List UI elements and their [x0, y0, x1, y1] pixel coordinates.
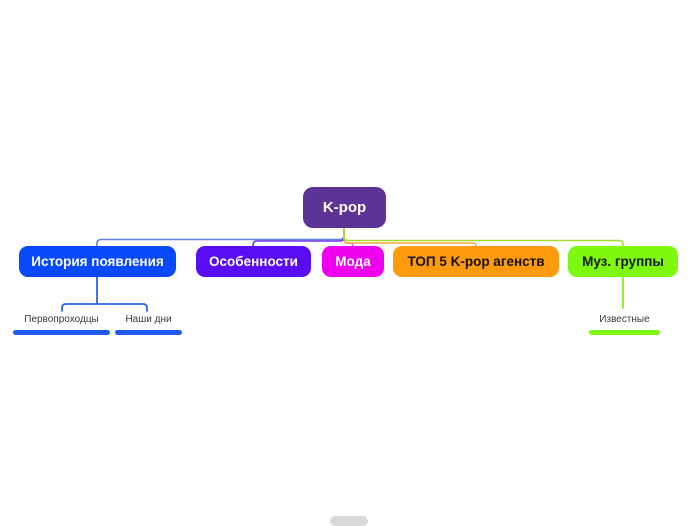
- leaf-famous-label: Известные: [599, 314, 650, 325]
- node-kpop-label: K-pop: [322, 199, 367, 216]
- leaf-famous[interactable]: Известные: [589, 314, 660, 335]
- leaf-our-days-label: Наши дни: [125, 314, 172, 325]
- node-agencies-label: ТОП 5 K-pop агенств: [407, 254, 545, 269]
- leaf-pioneers-underline: [13, 330, 110, 335]
- connector-features: [252, 227, 345, 248]
- node-kpop-root[interactable]: K-pop: [303, 187, 386, 228]
- connector-groups: [343, 227, 624, 248]
- bottom-clipped-control: [330, 516, 368, 526]
- leaf-famous-underline: [589, 330, 660, 335]
- node-agencies[interactable]: ТОП 5 K-pop агенств: [393, 246, 559, 277]
- node-fashion[interactable]: Мода: [322, 246, 384, 277]
- node-groups[interactable]: Муз. группы: [568, 246, 678, 277]
- leaf-our-days-underline: [115, 330, 182, 335]
- leaf-pioneers[interactable]: Первопроходцы: [13, 314, 110, 335]
- connector-fashion: [343, 227, 354, 248]
- node-groups-label: Муз. группы: [582, 254, 664, 269]
- node-history[interactable]: История появления: [19, 246, 176, 277]
- connector-history: [96, 227, 345, 248]
- connector-agencies: [343, 227, 477, 248]
- node-features-label: Особенности: [209, 254, 298, 269]
- node-fashion-label: Мода: [335, 254, 371, 269]
- leaf-our-days[interactable]: Наши дни: [115, 314, 182, 335]
- leaf-pioneers-label: Первопроходцы: [24, 314, 99, 325]
- node-history-label: История появления: [31, 254, 164, 269]
- connector-history-bracket: [61, 303, 148, 312]
- node-features[interactable]: Особенности: [196, 246, 311, 277]
